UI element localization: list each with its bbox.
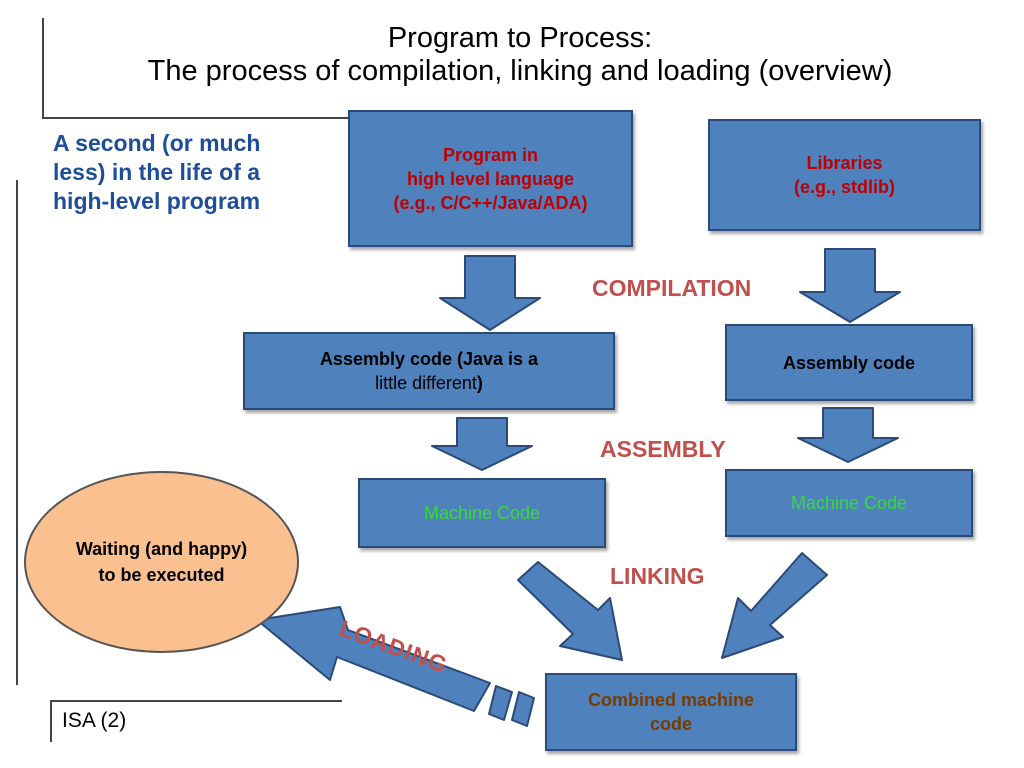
box-machine-left-label: Machine Code [423,503,541,523]
slide-footer: ISA (2) [62,709,127,732]
arrow-loading-tail-2 [511,691,535,727]
arrow-program-to-assembly [439,255,541,331]
box-combined-line2: code [649,714,692,734]
arrow-assembly-to-machine-right [797,407,899,463]
box-assembly-right-label: Assembly code [782,352,916,373]
frame-line-top [42,117,362,119]
stage-assembly: ASSEMBLY [600,436,726,462]
box-libraries: Libraries (e.g., stdlib) [708,119,981,231]
stage-linking: LINKING [610,563,705,589]
box-machine-code-left: Machine Code [358,478,606,548]
box-assembly-left-line2a: little different [375,373,477,393]
box-machine-right-label: Machine Code [790,493,908,513]
box-assembly-code-left: Assembly code (Java is a little differen… [243,332,615,410]
frame-line-left [16,180,18,685]
box-combined-machine-code: Combined machine code [545,673,797,751]
arrow-machine-left-to-combined [517,561,623,661]
arrow-loading-tail-1 [488,685,513,721]
side-note: A second (or much less) in the life of a… [53,130,261,214]
frame-line-top-left [42,18,44,118]
arrow-assembly-to-machine-left [431,417,533,471]
box-assembly-left-line2b: ) [476,373,483,393]
box-libraries-line1: Libraries [806,153,883,173]
box-combined-line1: Combined machine [587,690,755,710]
arrow-loading [256,606,491,712]
box-program-high-level: Program in high level language (e.g., C/… [348,110,633,247]
frame-line-bottom [50,700,342,702]
box-program-line2: high level language [406,168,575,189]
frame-line-bottom-left [50,700,52,742]
slide-title: Program to Process: The process of compi… [60,22,980,88]
box-assembly-left-line1: Assembly code (Java is a [319,349,539,369]
slide-title-line2: The process of compilation, linking and … [147,55,893,87]
box-libraries-line2: (e.g., stdlib) [794,177,895,197]
arrow-machine-right-to-combined [721,552,828,659]
ellipse-waiting-to-execute: Waiting (and happy) to be executed [24,471,299,653]
stage-compilation: COMPILATION [592,275,752,301]
box-program-line1: Program in [442,144,539,165]
box-program-line3: (e.g., C/C++/Java/ADA) [393,192,588,213]
ellipse-line2: to be executed [98,565,225,585]
slide-title-line1: Program to Process: [387,22,653,54]
box-machine-code-right: Machine Code [725,469,973,537]
box-assembly-code-right: Assembly code [725,324,973,401]
ellipse-line1: Waiting (and happy) [75,539,248,559]
arrow-libraries-to-assembly [799,248,901,323]
